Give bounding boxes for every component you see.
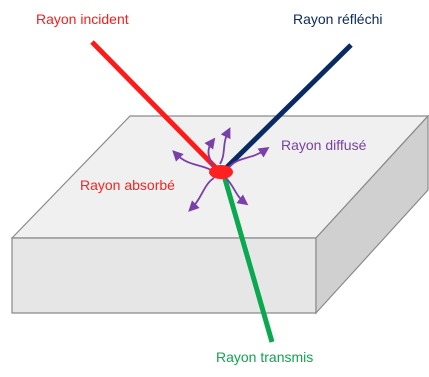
- diffused-label: Rayon diffusé: [281, 137, 367, 153]
- reflected-label: Rayon réfléchi: [293, 11, 383, 27]
- diffused-arrow-up: [219, 127, 231, 165]
- diffused-arrow-up-left: [204, 137, 216, 167]
- transmitted-label: Rayon transmis: [216, 349, 313, 365]
- impact-spot: [209, 165, 233, 179]
- absorbed-label: Rayon absorbé: [80, 177, 175, 193]
- diffused-arrow-right: [228, 147, 270, 168]
- diffused-rays: [172, 127, 270, 212]
- diffused-arrow-down-right: [225, 177, 249, 206]
- transmitted-ray: [220, 171, 275, 343]
- incident-label: Rayon incident: [36, 11, 129, 27]
- diffused-arrow-down-left: [188, 177, 215, 212]
- reflected-ray: [222, 43, 353, 172]
- slab-front-face: [11, 237, 317, 314]
- incident-ray: [90, 40, 222, 174]
- diffused-arrow-left: [172, 150, 212, 171]
- slab-side-face: [315, 114, 429, 315]
